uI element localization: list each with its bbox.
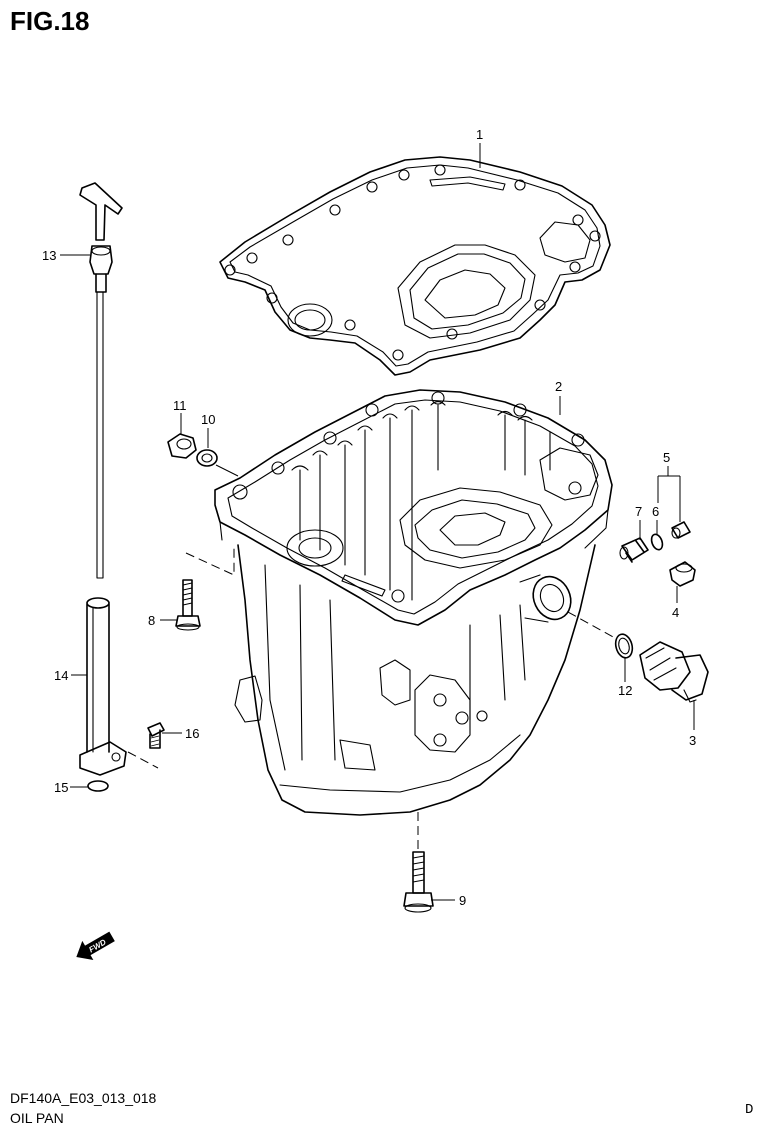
svg-text:1: 1 <box>476 127 483 142</box>
oil-filter-axis-line <box>567 611 616 639</box>
svg-text:6: 6 <box>652 504 659 519</box>
dipstick-guide-part-14[interactable] <box>79 597 127 776</box>
svg-text:10: 10 <box>201 412 215 427</box>
svg-text:12: 12 <box>618 683 632 698</box>
oil-filter-union-part-3[interactable] <box>639 641 709 703</box>
callout-14: 14 <box>54 668 87 683</box>
svg-text:8: 8 <box>148 613 155 628</box>
svg-text:13: 13 <box>42 248 56 263</box>
callout-4: 4 <box>672 586 679 620</box>
drain-plug-part-7[interactable] <box>619 537 649 563</box>
washer-part-10[interactable] <box>196 449 218 467</box>
cap-part-4[interactable] <box>669 561 696 587</box>
svg-text:3: 3 <box>689 733 696 748</box>
callout-8: 8 <box>148 613 178 628</box>
callout-1: 1 <box>476 127 483 168</box>
callout-9: 9 <box>431 893 466 908</box>
bolt-part-16[interactable] <box>147 722 165 749</box>
bolt-part-8[interactable] <box>175 579 201 631</box>
callout-5: 5 <box>657 450 681 522</box>
callout-15: 15 <box>54 780 88 795</box>
svg-text:15: 15 <box>54 780 68 795</box>
plug-part-11[interactable] <box>167 433 197 459</box>
oil-pan-part-2[interactable] <box>214 389 613 816</box>
bolt-8-axis-line <box>185 548 235 576</box>
svg-text:16: 16 <box>185 726 199 741</box>
svg-text:7: 7 <box>635 504 642 519</box>
o-ring-part-12[interactable] <box>613 632 635 659</box>
o-ring-part-12-inner <box>618 637 630 655</box>
svg-text:5: 5 <box>663 450 670 465</box>
svg-text:11: 11 <box>173 398 187 413</box>
page-letter: D <box>745 1102 754 1118</box>
callout-11: 11 <box>173 398 187 434</box>
svg-text:14: 14 <box>54 668 68 683</box>
o-ring-part-6[interactable] <box>650 533 665 551</box>
washer-10-axis-line <box>215 464 239 477</box>
dipstick-part-13[interactable] <box>79 182 123 579</box>
callout-6: 6 <box>652 504 659 535</box>
callout-10: 10 <box>201 412 215 448</box>
svg-text:4: 4 <box>672 605 679 620</box>
svg-text:9: 9 <box>459 893 466 908</box>
svg-text:2: 2 <box>555 379 562 394</box>
callout-13: 13 <box>42 248 90 263</box>
callout-16: 16 <box>162 726 199 741</box>
callout-3: 3 <box>689 700 696 748</box>
bolt-16-axis-line <box>127 751 159 769</box>
callout-2: 2 <box>555 379 562 415</box>
callout-12: 12 <box>618 658 632 698</box>
o-ring-part-15[interactable] <box>87 780 109 792</box>
fwd-arrow-icon: FWD <box>76 931 115 960</box>
diagram-caption: OIL PAN <box>10 1110 64 1126</box>
callout-7: 7 <box>635 504 642 540</box>
fitting-part-5[interactable] <box>671 521 691 539</box>
model-code: DF140A_E03_013_018 <box>10 1090 157 1106</box>
bolt-part-9[interactable] <box>403 851 434 913</box>
gasket-part-1[interactable] <box>219 156 611 376</box>
figure-title: FIG.18 <box>10 6 90 36</box>
